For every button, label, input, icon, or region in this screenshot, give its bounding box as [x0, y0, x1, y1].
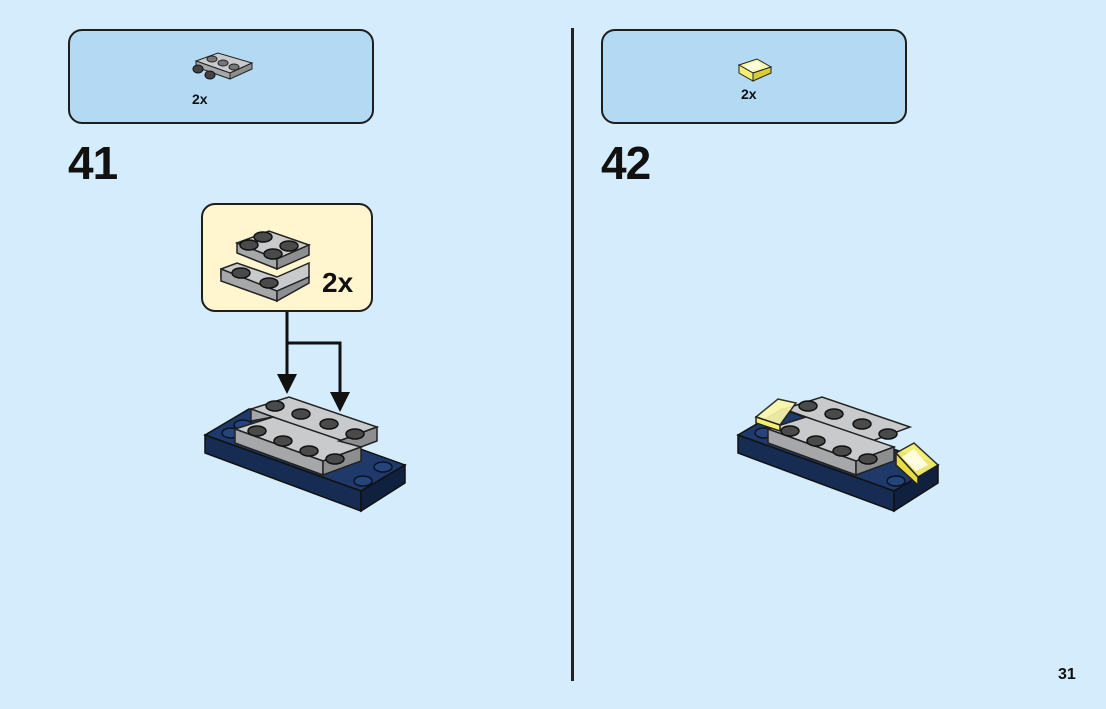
bracket-plate-callout-icon [220, 230, 312, 303]
page-number: 31 [1058, 666, 1076, 683]
step-number-42: 42 [601, 137, 651, 189]
step-number-41: 41 [68, 137, 118, 189]
bracket-plate-part-icon [192, 52, 254, 80]
model-step-42 [736, 396, 940, 513]
page-divider [571, 28, 574, 681]
slope-part-icon [737, 58, 773, 82]
trans-yellow-slope-right [894, 442, 940, 487]
callout-quantity: 2x [322, 267, 354, 298]
model-step-41 [203, 396, 407, 513]
parts-list-box-step-41: 2x [68, 29, 374, 124]
subassembly-callout: 2x [201, 203, 373, 312]
parts-quantity: 2x [741, 86, 757, 102]
trans-yellow-slope-left [754, 398, 798, 433]
parts-list-box-step-42: 2x [601, 29, 907, 124]
parts-quantity: 2x [192, 91, 208, 107]
